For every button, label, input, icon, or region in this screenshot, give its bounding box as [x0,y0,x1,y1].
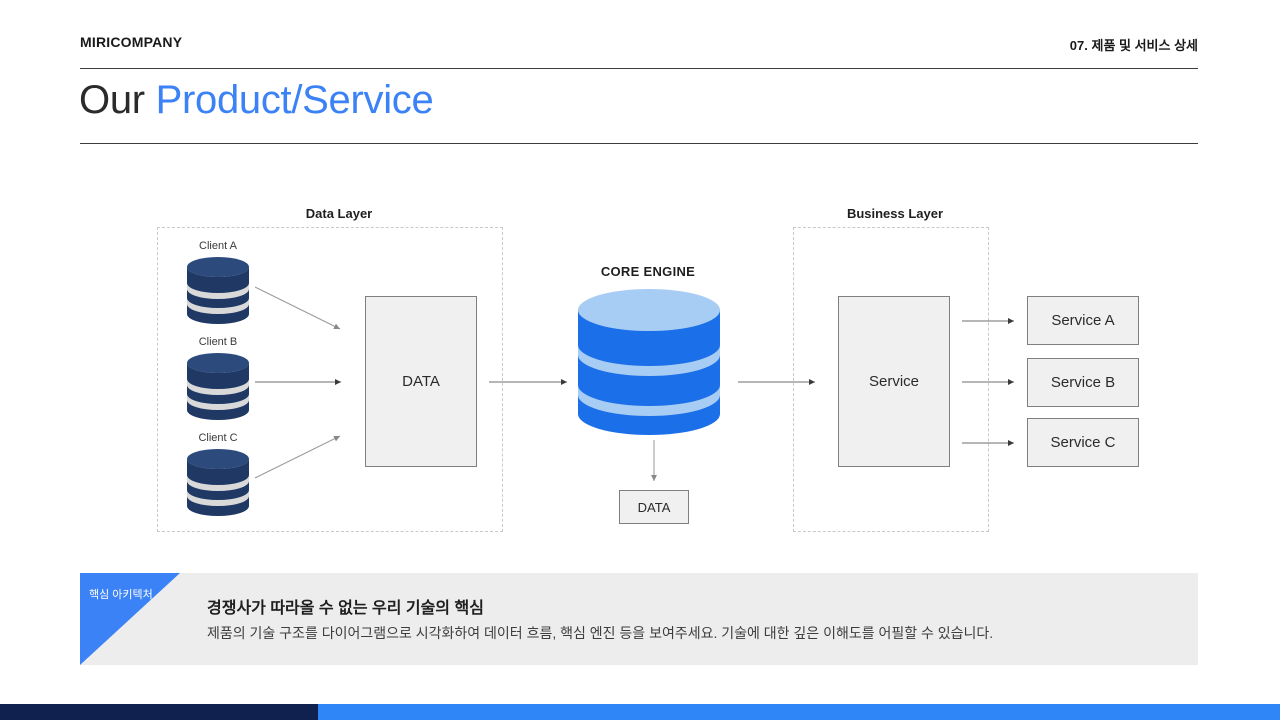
service-process-box: Service [838,296,950,467]
client-a-database-icon [186,256,250,326]
data-layer-title: Data Layer [305,206,373,221]
client-c-label: Client C [198,432,238,444]
caption-panel: 핵심 아키텍처 경쟁사가 따라올 수 없는 우리 기술의 핵심 제품의 기술 구… [80,573,1198,665]
footer-bar-blue-segment [318,704,1280,720]
caption-heading: 경쟁사가 따라올 수 없는 우리 기술의 핵심 [207,600,484,617]
service-a-box: Service A [1027,296,1139,345]
client-c-database-icon [186,448,250,518]
service-b-box: Service B [1027,358,1139,407]
company-name: MIRICOMPANY [80,34,183,50]
business-layer-title: Business Layer [846,206,944,221]
caption-description: 제품의 기술 구조를 다이어그램으로 시각화하여 데이터 흐름, 핵심 엔진 등… [207,625,994,641]
footer-bar-dark-segment [0,704,318,720]
page-title-plain: Our [79,78,156,122]
section-label: 07. 제품 및 서비스 상세 [1069,38,1198,53]
title-divider [80,143,1198,144]
page-title-accent: Product/Service [155,78,434,122]
core-output-data-box: DATA [619,490,689,524]
service-c-box: Service C [1027,418,1139,467]
core-engine-database-icon [577,288,721,440]
business-layer-boundary [793,227,989,532]
data-store-box: DATA [365,296,477,467]
client-b-label: Client B [198,336,238,348]
core-engine-title: CORE ENGINE [600,264,696,279]
data-layer-boundary [157,227,503,532]
client-b-database-icon [186,352,250,422]
slide-header: MIRICOMPANY 07. 제품 및 서비스 상세 [80,34,1198,64]
client-a-label: Client A [199,240,237,252]
caption-badge-label: 핵심 아키텍처 [89,589,153,601]
footer-bar [0,704,1280,720]
page-title: Our Product/Service [79,78,434,123]
header-divider [80,68,1198,69]
